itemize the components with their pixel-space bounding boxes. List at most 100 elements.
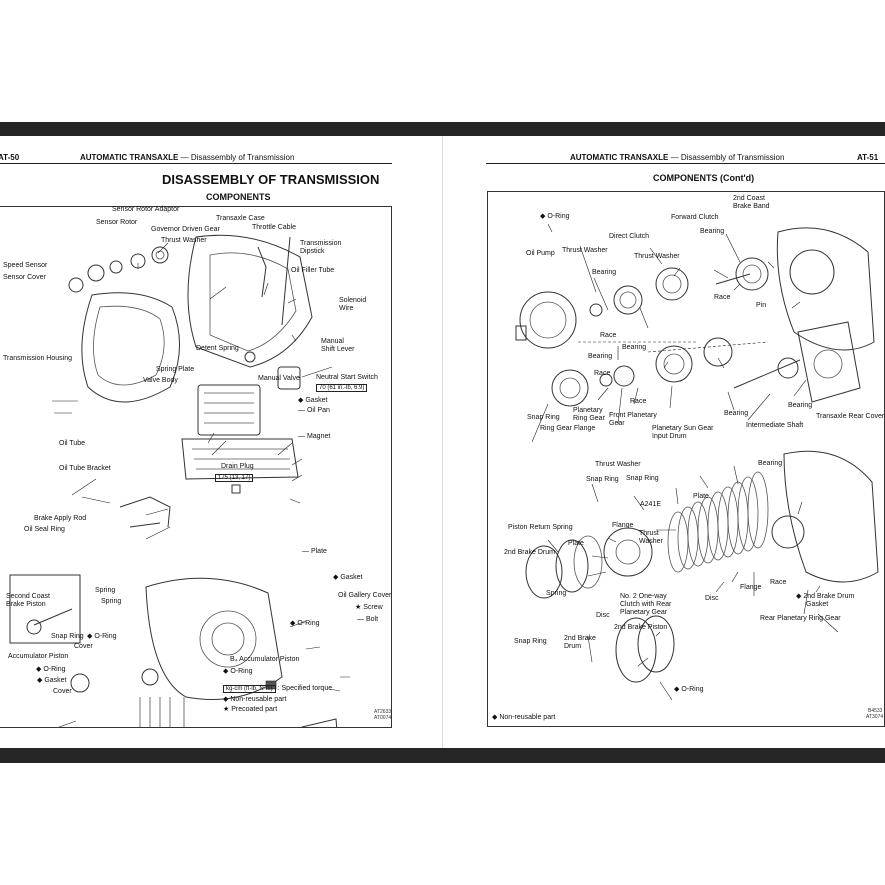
label-spring-r: Spring bbox=[546, 590, 567, 597]
label-oil-tube: Oil Tube bbox=[59, 440, 86, 447]
legend-precoated: ★ Precoated part bbox=[223, 706, 278, 713]
label-throttle-cable: Throttle Cable bbox=[252, 224, 296, 231]
figure-code-right-2: AT3074 bbox=[866, 714, 884, 720]
label-o-ring-bottom: ◆ O-Ring bbox=[674, 686, 704, 693]
label-thrust-washer-c: Thrust Washer bbox=[595, 461, 641, 468]
torque-box-neutral-switch: 70 (61 in.-lb, 6.9) bbox=[316, 384, 368, 392]
label-2nd-coast-brake-band-2: Brake Band bbox=[733, 203, 770, 210]
label-flange-a: Flange bbox=[612, 522, 634, 529]
label-second-coast-1: Second Coast bbox=[6, 593, 50, 600]
exploded-diagram-right bbox=[515, 223, 879, 701]
label-spring-plate: Spring Plate bbox=[156, 366, 195, 373]
label-plate: — Plate bbox=[302, 548, 327, 555]
label-drain-plug: Drain Plug bbox=[221, 463, 254, 470]
label-sensor-cover: Sensor Cover bbox=[3, 274, 46, 281]
label-race-d: Race bbox=[630, 398, 647, 405]
label-race-e: Race bbox=[770, 579, 787, 586]
label-oil-pan: — Oil Pan bbox=[298, 407, 330, 414]
label-ring-gear-flange: Ring Gear Flange bbox=[540, 425, 596, 432]
figure-code-right-1: B4533 bbox=[868, 708, 883, 714]
label-front-planetary-gear-1: Front Planetary bbox=[609, 412, 657, 419]
legend-non-reusable: ◆ Non-reusable part bbox=[223, 696, 287, 703]
legend-left: kg-cm (ft-lb, N·m) : Specified torque ◆ … bbox=[223, 685, 332, 714]
label-bearing-g: Bearing bbox=[758, 460, 783, 467]
label-flange-b: Flange bbox=[740, 584, 762, 591]
label-transmission-dipstick-1: Transmission bbox=[300, 240, 342, 247]
label-2nd-brake-drum-gasket-1: ◆ 2nd Brake Drum bbox=[796, 593, 855, 600]
label-oil-seal-ring: Oil Seal Ring bbox=[24, 526, 65, 533]
label-bearing-a: Bearing bbox=[700, 228, 725, 235]
label-sensor-rotor: Sensor Rotor bbox=[96, 219, 138, 226]
label-bolt: — Bolt bbox=[357, 616, 379, 623]
figure-code-left-1: AT2633 bbox=[374, 709, 392, 715]
label-transaxle-rear-cover: Transaxle Rear Cover bbox=[816, 413, 885, 420]
label-oil-gallery-cover: Oil Gallery Cover bbox=[338, 592, 392, 599]
label-2nd-brake-drum: 2nd Brake Drum bbox=[504, 549, 555, 556]
label-o-ring-top: ◆ O-Ring bbox=[540, 213, 570, 220]
label-cover-a: Cover bbox=[74, 643, 93, 650]
label-piston-return-spring: Piston Return Spring bbox=[508, 524, 573, 531]
label-plate-b: Plate bbox=[568, 540, 584, 547]
label-bearing-e: Bearing bbox=[724, 410, 749, 417]
label-oil-pump: Oil Pump bbox=[526, 250, 555, 257]
label-transmission-housing: Transmission Housing bbox=[3, 355, 72, 362]
diagram-frame-right: ◆ O-Ring 2nd Coast Brake Band Forward Cl… bbox=[487, 191, 885, 727]
page-title-right: COMPONENTS (Cont'd) bbox=[653, 173, 755, 183]
label-planetary-sun-gear-2: Input Drum bbox=[652, 433, 687, 440]
label-o-ring-c: ◆ O-Ring bbox=[36, 666, 66, 673]
bottom-dark-band bbox=[0, 748, 885, 763]
label-snap-ring-a: Snap Ring bbox=[527, 414, 560, 421]
label-2nd-coast-brake-band-1: 2nd Coast bbox=[733, 195, 765, 202]
label-spring-a: Spring bbox=[95, 587, 116, 594]
label-snap-ring: Snap Ring bbox=[51, 633, 84, 640]
label-thrust-washer-d-1: Thrust bbox=[639, 530, 659, 537]
label-race-b: Race bbox=[600, 332, 617, 339]
label-one-way-clutch-3: Planetary Gear bbox=[620, 609, 668, 616]
label-second-coast-2: Brake Piston bbox=[6, 601, 46, 608]
label-manual-shift-lever-1: Manual bbox=[321, 338, 344, 345]
label-planetary-sun-gear-1: Planetary Sun Gear bbox=[652, 425, 714, 432]
label-magnet: — Magnet bbox=[298, 433, 331, 440]
label-2nd-brake-drum-gasket-2: Gasket bbox=[806, 601, 829, 608]
label-sensor-rotor-adaptor: Sensor Rotor Adaptor bbox=[112, 206, 180, 213]
label-rear-planetary-ring-gear: Rear Planetary Ring Gear bbox=[760, 615, 841, 622]
exploded-diagram-left bbox=[9, 234, 350, 727]
label-b4-accumulator-piston: B₄ Accumulator Piston bbox=[230, 656, 300, 663]
page-left: AT-50 AUTOMATIC TRANSAXLE — Disassembly … bbox=[0, 136, 442, 748]
label-2nd-brake-drum-b-1: 2nd Brake bbox=[564, 635, 596, 642]
label-disc-b: Disc bbox=[705, 595, 719, 602]
label-transmission-dipstick-2: Dipstick bbox=[300, 248, 325, 255]
label-thrust-washer-b: Thrust Washer bbox=[634, 253, 680, 260]
label-one-way-clutch-1: No. 2 One-way bbox=[620, 593, 667, 600]
label-governor-driven-gear: Governor Driven Gear bbox=[151, 226, 220, 233]
label-cover-b: Cover bbox=[53, 688, 72, 695]
label-planetary-ring-gear-1: Planetary bbox=[573, 407, 603, 414]
label-forward-clutch: Forward Clutch bbox=[671, 214, 719, 221]
label-detent-spring: Detent Spring bbox=[196, 345, 239, 352]
figure-code-left-2: AT0074 bbox=[374, 715, 392, 721]
torque-box-drain-plug: 175 (13, 17) bbox=[215, 474, 254, 482]
label-thrust-washer: Thrust Washer bbox=[161, 237, 207, 244]
page-title: DISASSEMBLY OF TRANSMISSION bbox=[162, 172, 380, 187]
page-number-left: AT-50 bbox=[0, 153, 20, 162]
label-speed-sensor: Speed Sensor bbox=[3, 262, 48, 269]
label-snap-ring-d: Snap Ring bbox=[514, 638, 547, 645]
label-gasket-2: ◆ Gasket bbox=[333, 574, 363, 581]
label-oil-filler-tube: Oil Filler Tube bbox=[291, 267, 335, 274]
running-header-left: AUTOMATIC TRANSAXLE — Disassembly of Tra… bbox=[80, 153, 295, 162]
label-oil-tube-bracket: Oil Tube Bracket bbox=[59, 465, 111, 472]
label-2nd-brake-drum-b-2: Drum bbox=[564, 643, 582, 650]
label-bearing-c: Bearing bbox=[622, 344, 647, 351]
label-o-ring-b: ◆ O-Ring bbox=[87, 633, 117, 640]
page-gutter bbox=[442, 136, 443, 748]
label-intermediate-shaft: Intermediate Shaft bbox=[746, 422, 804, 429]
diagram-frame-left: Sensor Rotor Adaptor Sensor Rotor Govern… bbox=[0, 206, 392, 728]
label-o-ring-a: ◆ O-Ring bbox=[290, 620, 320, 627]
section-subtitle: COMPONENTS bbox=[206, 192, 271, 202]
label-valve-body: Valve Body bbox=[143, 377, 178, 384]
label-front-planetary-gear-2: Gear bbox=[609, 420, 625, 427]
legend-torque: kg-cm (ft-lb, N·m) : Specified torque bbox=[223, 685, 332, 693]
label-snap-ring-c: Snap Ring bbox=[626, 475, 659, 482]
label-o-ring-d: ◆ O-Ring bbox=[223, 668, 253, 675]
label-thrust-washer-a: Thrust Washer bbox=[562, 247, 608, 254]
